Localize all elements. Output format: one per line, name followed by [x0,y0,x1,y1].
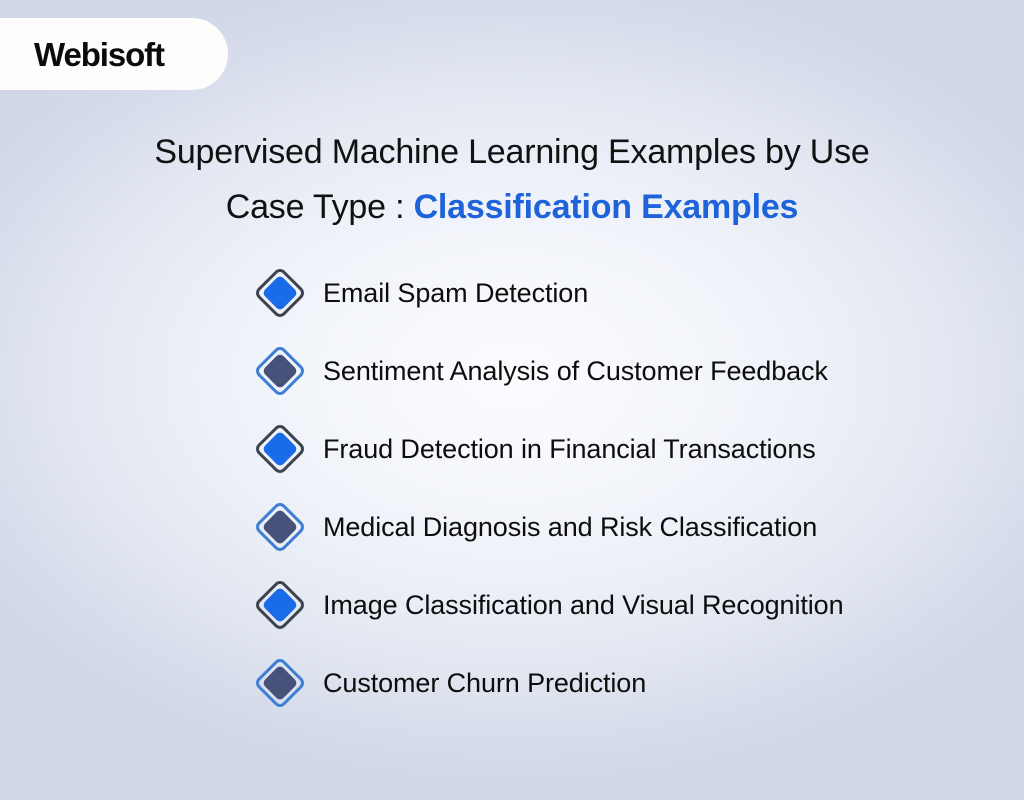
example-list: Email Spam Detection Sentiment Analysis … [253,254,994,722]
diamond-icon [253,500,307,554]
diamond-icon [253,656,307,710]
diamond-icon [253,422,307,476]
list-item: Email Spam Detection [253,254,994,332]
brand-logo: Webisoft [0,18,228,90]
list-item-label: Fraud Detection in Financial Transaction… [323,433,816,464]
diamond-icon [253,578,307,632]
page-title-line-2: Case Type : Classification Examples [0,183,1024,238]
diamond-icon [253,344,307,398]
page-title-line-1-text: Supervised Machine Learning Examples by … [154,133,870,171]
page-title-accent: Classification Examples [413,188,799,226]
list-item-label: Medical Diagnosis and Risk Classificatio… [323,511,818,542]
list-item-label: Sentiment Analysis of Customer Feedback [323,355,828,386]
page-title-line-2-prefix: Case Type : [225,188,414,226]
brand-logo-text: Webisoft [34,35,165,73]
page-title-line-1: Supervised Machine Learning Examples by … [0,128,1024,183]
diamond-icon [253,266,307,320]
list-item: Fraud Detection in Financial Transaction… [253,410,994,488]
list-item-label: Customer Churn Prediction [323,667,647,698]
list-item: Medical Diagnosis and Risk Classificatio… [253,488,994,566]
list-item: Image Classification and Visual Recognit… [253,566,994,644]
list-item-label: Email Spam Detection [323,277,589,308]
list-item: Customer Churn Prediction [253,644,994,722]
list-item: Sentiment Analysis of Customer Feedback [253,332,994,410]
page-title: Supervised Machine Learning Examples by … [0,128,1024,238]
list-item-label: Image Classification and Visual Recognit… [323,589,844,620]
